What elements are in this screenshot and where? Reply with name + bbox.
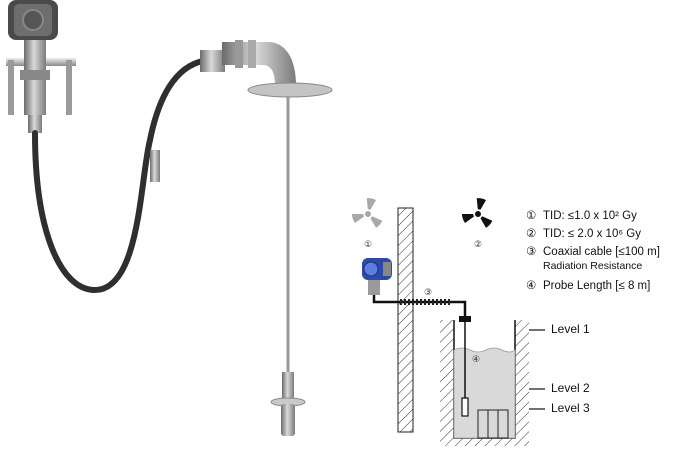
liquid [453, 347, 516, 439]
cable-connector [150, 150, 160, 182]
probe-flange [459, 316, 471, 322]
legend-num-1: ① [526, 210, 537, 222]
marker-1: ① [364, 240, 372, 250]
level-2-label: Level 2 [551, 381, 590, 395]
shield-wall [397, 207, 414, 433]
legend-item-2: ② TID: ≤ 2.0 x 10⁶ Gy [526, 227, 641, 241]
coaxial-cable-photo [32, 57, 213, 294]
legend-item-3: ③ Coaxial cable [≤100 m] Radiation Resist… [526, 245, 660, 273]
legend-text-4: Probe Length [≤ 8 m] [543, 280, 651, 292]
legend-subtext-3: Radiation Resistance [543, 260, 643, 272]
legend-text-1: TID: ≤1.0 x 10² Gy [543, 210, 637, 222]
coaxial-cable-line [372, 295, 467, 318]
radiation-icon-high [462, 198, 493, 228]
marker-4: ④ [472, 355, 480, 365]
marker-2: ② [474, 240, 482, 250]
radiation-icon-low [352, 198, 383, 228]
probe-weight [461, 397, 469, 417]
legend-text-3: Coaxial cable [≤100 m] [543, 246, 660, 258]
probe-head-photo [200, 40, 333, 98]
legend-text-2: TID: ≤ 2.0 x 10⁶ Gy [543, 228, 641, 240]
level-1-label: Level 1 [551, 322, 590, 336]
transmitter-photo [6, 0, 76, 133]
legend-num-2: ② [526, 228, 537, 240]
tank [440, 320, 529, 446]
cable-shield-section [398, 299, 452, 305]
legend-num-4: ④ [526, 280, 537, 292]
legend-num-3: ③ [526, 246, 537, 258]
legend-item-1: ① TID: ≤1.0 x 10² Gy [526, 209, 637, 223]
probe-tip-photo [270, 372, 306, 436]
legend-item-4: ④ Probe Length [≤ 8 m] [526, 279, 650, 293]
transmitter-icon [362, 258, 392, 295]
level-3-blocks [477, 409, 509, 439]
marker-3: ③ [424, 288, 432, 298]
level-3-label: Level 3 [551, 401, 590, 415]
